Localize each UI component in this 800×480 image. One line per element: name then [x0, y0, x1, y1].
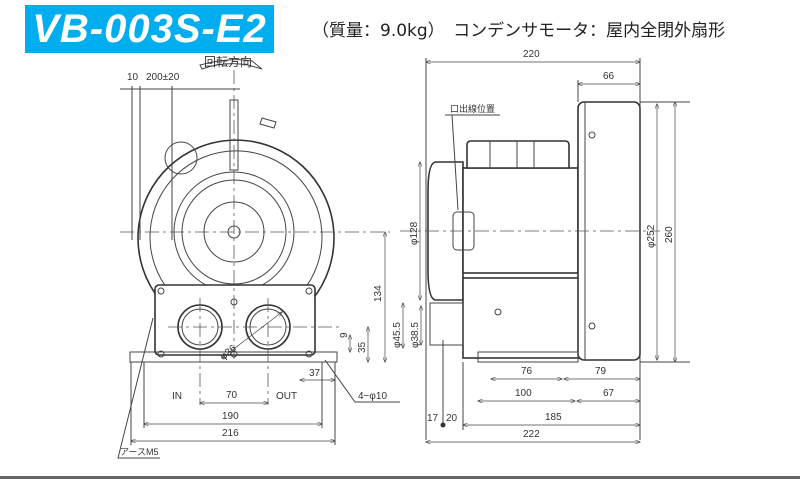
dim-holes: 4−φ10 — [358, 391, 387, 402]
dim-134: 134 — [373, 285, 384, 302]
dim-200: 200±20 — [146, 72, 180, 83]
model-badge: VB-003S-E2 — [25, 5, 274, 53]
outlet-pipe — [429, 302, 464, 346]
rotation-label: 回転方向 — [204, 54, 252, 69]
dim-phi45-5: φ45.5 — [392, 322, 403, 348]
spec-line: （質量：9.0kg） コンデンサモータ：屋内全閉外扇形 — [312, 21, 726, 41]
dim-79: 79 — [595, 366, 607, 377]
capacitor — [164, 141, 198, 175]
dim-67: 67 — [603, 388, 615, 399]
dim-20: 20 — [446, 413, 458, 424]
dim-220: 220 — [523, 49, 540, 60]
blower-casing-outer — [137, 139, 335, 301]
dim-222: 222 — [523, 429, 540, 440]
dim-phi252: φ252 — [646, 224, 657, 248]
lead-position-label: 口出線位置 — [450, 103, 495, 114]
dim-17: 17 — [427, 413, 439, 424]
dim-190: 190 — [222, 411, 239, 422]
out-label: OUT — [276, 391, 297, 402]
pump-housing — [462, 277, 581, 359]
dim-66: 66 — [603, 71, 615, 82]
dim-185: 185 — [545, 412, 562, 423]
dim-35: 35 — [357, 341, 368, 353]
side-feet — [477, 351, 579, 363]
front-view: 回転方向 φ36 10 200±20 134 — [117, 54, 400, 459]
dim-260: 260 — [664, 226, 675, 243]
dim-10: 10 — [127, 72, 139, 83]
dim-76: 76 — [521, 366, 533, 377]
dim-9: 9 — [339, 332, 350, 338]
dim-216: 216 — [222, 428, 239, 439]
motor-body — [462, 167, 579, 274]
dim-37: 37 — [309, 368, 321, 379]
dim-70: 70 — [226, 390, 238, 401]
terminal-box — [466, 140, 570, 169]
side-view: 口出線位置 220 66 φ128 φ252 260 φ45.5 φ38.5 7… — [392, 49, 690, 442]
dim-phi128: φ128 — [409, 221, 420, 245]
bottom-rule — [0, 476, 800, 479]
rotation-arrow-icon — [199, 59, 263, 70]
earth-label: アースM5 — [120, 447, 159, 457]
in-label: IN — [172, 391, 182, 402]
dim-100: 100 — [515, 388, 532, 399]
dim-phi38-5: φ38.5 — [410, 322, 421, 348]
